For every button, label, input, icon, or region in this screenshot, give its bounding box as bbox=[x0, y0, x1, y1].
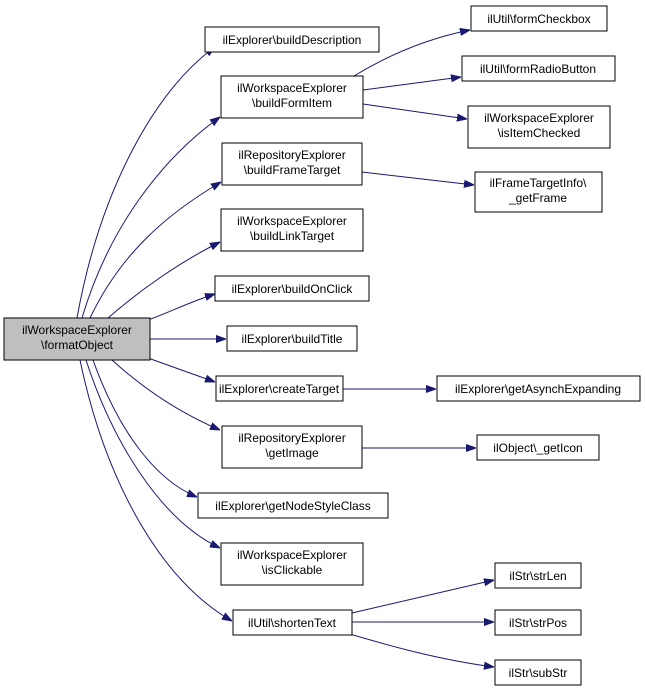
node-label: ilExplorer\getNodeStyleClass bbox=[215, 499, 370, 513]
node-getasynchexpanding[interactable]: ilExplorer\getAsynchExpanding bbox=[436, 375, 641, 402]
node-getframe[interactable]: ilFrameTargetInfo\ _getFrame bbox=[474, 171, 603, 213]
node-label: ilFrameTargetInfo\ bbox=[490, 176, 587, 190]
node-label: ilRepositoryExplorer bbox=[238, 431, 345, 445]
node-label: ilWorkspaceExplorer bbox=[237, 214, 347, 228]
node-label: ilStr\subStr bbox=[509, 666, 568, 680]
node-label: ilExplorer\buildDescription bbox=[223, 33, 362, 47]
node-label: ilRepositoryExplorer bbox=[238, 148, 345, 162]
nodes: ilWorkspaceExplorer \formatObject ilExpl… bbox=[3, 5, 641, 686]
edge-buildformitem-isitemchecked bbox=[362, 103, 467, 119]
node-label: ilExplorer\getAsynchExpanding bbox=[455, 382, 621, 396]
node-label: \isClickable bbox=[262, 563, 323, 577]
node-shortentext[interactable]: ilUtil\shortenText bbox=[232, 609, 353, 636]
node-buildformitem[interactable]: ilWorkspaceExplorer \buildFormItem bbox=[220, 75, 364, 119]
node-formradiobutton[interactable]: ilUtil\formRadioButton bbox=[461, 55, 616, 82]
node-isclickable[interactable]: ilWorkspaceExplorer \isClickable bbox=[220, 542, 364, 586]
node-getnodestyleclass[interactable]: ilExplorer\getNodeStyleClass bbox=[197, 492, 389, 519]
node-label: ilUtil\shortenText bbox=[248, 616, 337, 630]
node-label: ilStr\strLen bbox=[509, 569, 566, 583]
node-label: ilStr\strPos bbox=[509, 616, 567, 630]
node-label: \buildLinkTarget bbox=[250, 229, 335, 243]
node-label: \formatObject bbox=[41, 338, 114, 352]
edge-root-createtarget bbox=[147, 357, 215, 382]
node-isitemchecked[interactable]: ilWorkspaceExplorer \isItemChecked bbox=[467, 105, 611, 149]
edge-buildformitem-formcheckbox bbox=[353, 30, 470, 77]
node-label: ilWorkspaceExplorer bbox=[22, 323, 132, 337]
node-label: ilExplorer\buildTitle bbox=[242, 332, 343, 346]
node-buildtitle[interactable]: ilExplorer\buildTitle bbox=[226, 325, 358, 352]
node-buildonclick[interactable]: ilExplorer\buildOnClick bbox=[214, 275, 370, 302]
node-label: ilExplorer\createTarget bbox=[219, 382, 340, 396]
node-buildlinktarget[interactable]: ilWorkspaceExplorer \buildLinkTarget bbox=[220, 208, 364, 252]
edge-root-buildformitem bbox=[81, 117, 220, 319]
node-formcheckbox[interactable]: ilUtil\formCheckbox bbox=[470, 5, 608, 32]
node-root-formatobject[interactable]: ilWorkspaceExplorer \formatObject bbox=[3, 317, 151, 361]
node-geticon[interactable]: ilObject\_getIcon bbox=[476, 434, 600, 461]
node-label: \buildFormItem bbox=[252, 96, 332, 110]
edge-root-builddescription bbox=[76, 47, 215, 319]
edge-buildformitem-formradiobutton bbox=[362, 77, 461, 91]
node-label: \getImage bbox=[265, 446, 319, 460]
node-label: ilObject\_getIcon bbox=[493, 441, 582, 455]
node-label: _getFrame bbox=[508, 191, 567, 205]
edge-root-getimage bbox=[111, 359, 220, 430]
node-substr[interactable]: ilStr\subStr bbox=[494, 659, 582, 686]
edge-shortentext-substr bbox=[342, 631, 494, 667]
node-strlen[interactable]: ilStr\strLen bbox=[494, 562, 582, 589]
node-label: ilWorkspaceExplorer bbox=[237, 548, 347, 562]
node-label: \buildFrameTarget bbox=[244, 163, 341, 177]
node-getimage[interactable]: ilRepositoryExplorer \getImage bbox=[221, 425, 363, 469]
node-builddescription[interactable]: ilExplorer\buildDescription bbox=[204, 26, 380, 53]
node-label: ilWorkspaceExplorer bbox=[237, 81, 347, 95]
edge-root-buildframetarget bbox=[89, 182, 221, 319]
node-strpos[interactable]: ilStr\strPos bbox=[494, 609, 582, 636]
node-label: ilWorkspaceExplorer bbox=[484, 111, 594, 125]
edge-shortentext-strlen bbox=[351, 580, 494, 614]
edge-root-buildonclick bbox=[147, 294, 215, 321]
edges bbox=[76, 30, 494, 667]
edge-root-getnodestyleclass bbox=[92, 359, 197, 497]
edge-root-shortentext bbox=[79, 359, 232, 621]
node-label: ilExplorer\buildOnClick bbox=[232, 282, 354, 296]
edge-buildframetarget-getframe bbox=[361, 171, 474, 185]
node-label: ilUtil\formCheckbox bbox=[487, 12, 590, 26]
node-label: ilUtil\formRadioButton bbox=[480, 62, 596, 76]
node-buildframetarget[interactable]: ilRepositoryExplorer \buildFrameTarget bbox=[221, 142, 363, 186]
edge-root-buildlinktarget bbox=[107, 242, 220, 319]
node-createtarget[interactable]: ilExplorer\createTarget bbox=[215, 375, 344, 402]
edge-root-isclickable bbox=[85, 359, 220, 548]
node-label: \isItemChecked bbox=[498, 126, 581, 140]
